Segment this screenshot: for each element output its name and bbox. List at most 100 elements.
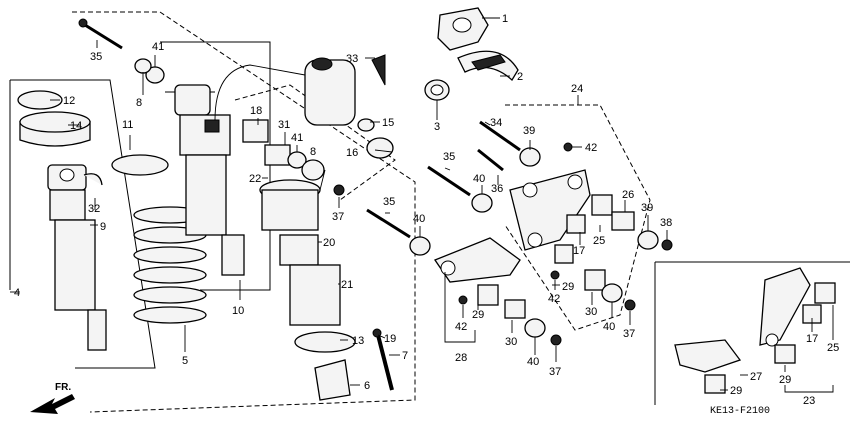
clamp-hole (452, 17, 472, 33)
callout: 36 (491, 183, 503, 195)
callout: 20 (323, 237, 335, 249)
callout: 12 (63, 95, 75, 107)
clip-32 (83, 173, 103, 186)
nut-38 (661, 239, 673, 251)
bushing-31 (264, 144, 291, 166)
bolt-part (84, 23, 123, 50)
callout: 6 (364, 380, 370, 392)
ring-hole (430, 84, 444, 96)
reservoir-frame (160, 41, 271, 291)
callout: 42 (548, 293, 560, 305)
lower-link (434, 237, 521, 283)
washer-39-right (637, 230, 659, 250)
callout: 19 (384, 333, 396, 345)
nut-37 (333, 184, 345, 196)
washer-40-mid (471, 193, 493, 213)
callout: 7 (402, 350, 408, 362)
dust-boot (289, 264, 341, 326)
callout: 37 (623, 328, 635, 340)
reservoir-top (174, 84, 211, 116)
bearing-17 (566, 214, 586, 234)
bearing-25-lower (554, 244, 574, 264)
clip-42-top (563, 142, 573, 152)
callout: 30 (505, 336, 517, 348)
bearing-25 (591, 194, 613, 216)
callout: 4 (14, 287, 20, 299)
callout: 42 (585, 142, 597, 154)
spring-upper-seat (111, 154, 169, 176)
callout: 37 (332, 211, 344, 223)
callout: 21 (341, 279, 353, 291)
inset-link-arm (759, 267, 811, 346)
washer-40-left (409, 236, 431, 256)
callout: 40 (413, 213, 425, 225)
callout: 17 (806, 333, 818, 345)
canister-cap (311, 57, 333, 71)
canister-band (371, 54, 386, 86)
boot-upper (261, 189, 319, 231)
inset-bearing-29 (774, 344, 796, 364)
callout: 42 (455, 321, 467, 333)
callout: 24 (571, 83, 583, 95)
bolt-head (78, 18, 88, 28)
leader-lines (10, 17, 834, 393)
washer-40-lower (524, 318, 546, 338)
link-hole-1 (522, 182, 538, 198)
collar-30-right (584, 269, 606, 291)
callout: 37 (549, 366, 561, 378)
shock-collar (49, 189, 86, 221)
callout: 25 (827, 342, 839, 354)
callout: 25 (593, 235, 605, 247)
boot-ring (279, 234, 319, 266)
hose-fitting (204, 119, 220, 133)
front-arrow-icon (30, 394, 75, 414)
stopper-ring (17, 90, 63, 110)
inset-link-hole (765, 333, 779, 347)
callout: 17 (573, 245, 585, 257)
callout: 11 (122, 119, 133, 131)
callout: 8 (310, 146, 316, 158)
callout: 31 (278, 119, 290, 131)
lower-link-hole (440, 260, 456, 276)
callout: 39 (523, 125, 535, 137)
callout: 40 (473, 173, 485, 185)
bolt-34 (479, 120, 521, 152)
callout: 23 (803, 395, 815, 407)
boot-lower-seal (294, 331, 356, 353)
seal-ring (366, 137, 394, 159)
collar-30-left (504, 299, 526, 319)
callout: 35 (90, 51, 102, 63)
callout: 34 (490, 117, 502, 129)
callout: 29 (472, 309, 484, 321)
callout: 2 (517, 71, 523, 83)
collar-26 (611, 211, 635, 231)
callout-labels: 1 2 3 4 5 6 7 8 8 9 10 11 12 13 14 15 16… (14, 13, 839, 407)
callout: 35 (443, 151, 455, 163)
bushing-18 (242, 119, 269, 143)
callout: 41 (152, 41, 164, 53)
washer-39-top (519, 147, 541, 167)
callout: 3 (434, 121, 440, 133)
valve-cap (357, 118, 375, 132)
callout: 33 (346, 53, 358, 65)
callout: 16 (346, 147, 358, 159)
shock-body (54, 219, 96, 311)
clip-42-left (458, 295, 468, 305)
callout: 18 (250, 105, 262, 117)
outer-dashed-frame (72, 11, 416, 413)
bolt-35-lower (366, 208, 411, 239)
callout: 10 (232, 305, 244, 317)
reservoir-lower-eye (221, 234, 245, 276)
direction-label: FR. (55, 382, 71, 393)
washer-8 (301, 159, 325, 181)
clevis-mount (314, 359, 351, 401)
inset-link-27 (674, 339, 742, 373)
gas-canister (304, 59, 356, 126)
shock-eye-hole (59, 168, 75, 182)
callout: 14 (70, 120, 82, 132)
reservoir-hose (214, 64, 306, 121)
callout: 41 (291, 132, 303, 144)
callout: 9 (100, 221, 106, 233)
bolt-35-mid (427, 165, 471, 197)
